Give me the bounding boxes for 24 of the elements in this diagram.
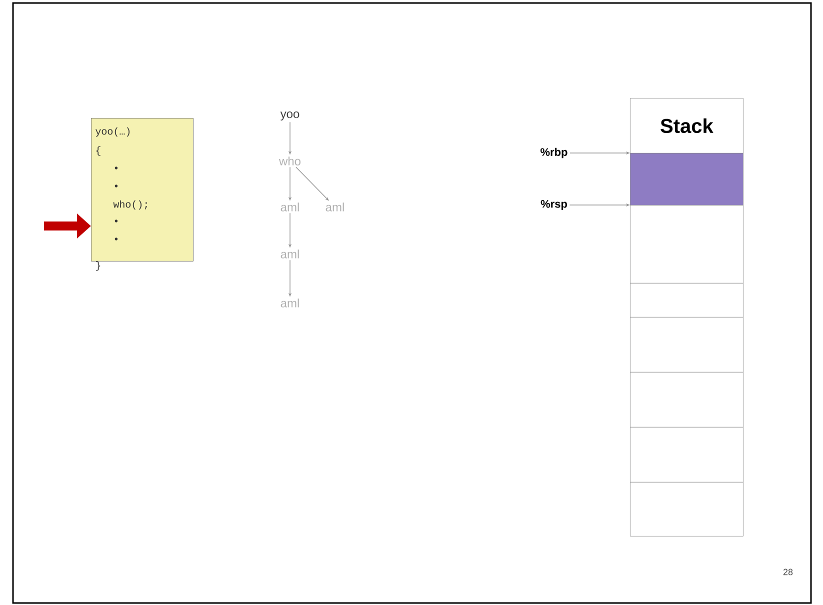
- stack-cell: [630, 427, 744, 482]
- call-label: aml: [326, 202, 344, 212]
- stack-cell: [630, 372, 744, 428]
- page-number: 28: [783, 568, 793, 576]
- call-label: aml: [280, 298, 299, 308]
- code-line: •: [114, 166, 118, 170]
- call-label: yoo: [280, 112, 300, 120]
- code-line: who();: [113, 200, 148, 210]
- register-label: %rsp: [540, 200, 567, 210]
- code-line: yoo(…): [96, 127, 130, 137]
- code-line: }: [96, 261, 100, 271]
- call-label: aml: [280, 250, 299, 258]
- stack-cell: [630, 283, 744, 318]
- stack-header: Stack: [630, 98, 744, 154]
- code-line: •: [114, 184, 118, 188]
- stack-cell: [630, 482, 744, 536]
- stack-cell: [630, 317, 744, 372]
- call-label: aml: [280, 202, 299, 212]
- call-label: who: [278, 156, 300, 166]
- code-line: {: [96, 146, 100, 156]
- code-line: •: [114, 238, 118, 240]
- stack-cell: [630, 153, 744, 206]
- register-label: %rbp: [540, 148, 568, 158]
- code-line: •: [114, 220, 118, 222]
